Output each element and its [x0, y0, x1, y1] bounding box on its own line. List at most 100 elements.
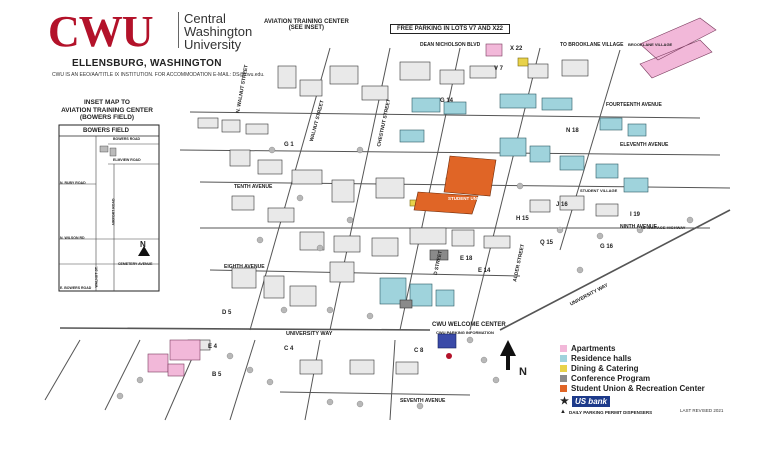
inset-title-2: AVIATION TRAINING CENTER	[61, 106, 153, 114]
revised-note: LAST REVISED 2021	[680, 408, 724, 413]
inset-road-e-bowers: E. BOWERS ROAD	[60, 286, 92, 290]
label-university-way: UNIVERSITY WAY	[286, 331, 333, 337]
star-icon: ★	[560, 396, 569, 407]
street-sw-5	[304, 339, 321, 421]
north-label: N	[519, 366, 527, 378]
student-union-label: STUDENT UNION	[448, 196, 485, 201]
label-dean-nicholson: DEAN NICHOLSON BLVD	[420, 42, 481, 48]
university-line-1: Central	[184, 11, 226, 26]
legend-apartments: Apartments	[560, 343, 705, 353]
free-parking-banner: FREE PARKING IN LOTS V7 AND X22	[390, 24, 511, 34]
legend-dining: Dining & Catering	[560, 363, 705, 373]
aviation-center-label: AVIATION TRAINING CENTER (SEE INSET)	[264, 19, 349, 31]
logo-divider	[178, 12, 179, 48]
legend-conference: Conference Program	[560, 373, 705, 383]
lot-j16: J 16	[556, 202, 568, 208]
street-sw-2	[104, 339, 141, 411]
inset-title-1: INSET MAP TO	[84, 99, 130, 106]
inset-road-cemetery: CEMETERY AVENUE	[118, 262, 153, 266]
conference	[399, 249, 449, 309]
university-name: Central Washington University	[184, 12, 252, 51]
aviation-center-text: AVIATION TRAINING CENTER	[264, 19, 349, 25]
legend-bank: ★ US bank	[560, 395, 705, 408]
lot-i19: I 19	[630, 212, 641, 218]
street-sw-1	[44, 339, 81, 401]
welcome-center-label: CWU WELCOME CENTER	[432, 322, 506, 328]
street-university-way-se	[499, 209, 731, 331]
generic-buildings	[187, 59, 619, 375]
lot-n18: N 18	[566, 128, 579, 134]
lot-g1: G 1	[284, 142, 294, 148]
lot-q15: Q 15	[540, 240, 554, 246]
legend-residence: Residence halls	[560, 353, 705, 363]
legend-residence-label: Residence halls	[571, 353, 632, 363]
eeo-note: CWU IS AN EEO/AA/TITLE IX INSTITUTION. F…	[52, 72, 265, 78]
street-fourteenth	[189, 111, 701, 119]
trees	[116, 146, 694, 410]
label-fourteenth-ave: FOURTEENTH AVENUE	[606, 102, 662, 108]
lot-c4: C 4	[284, 346, 294, 352]
inset-north-arrow	[138, 246, 150, 256]
legend-apartments-label: Apartments	[571, 343, 616, 353]
apartments	[147, 17, 717, 377]
lot-d5: D 5	[222, 310, 232, 316]
street-sw-4	[229, 339, 256, 421]
inset-north-label: N	[140, 240, 146, 249]
label-ninth-ave: NINTH AVENUE	[620, 224, 657, 230]
lot-e18: E 18	[460, 256, 473, 262]
welcome-center-marker	[446, 353, 452, 359]
inset-road-wilson: N. WILSON RD	[60, 236, 85, 240]
label-brooklane: TO BROOKLANE VILLAGE	[560, 42, 624, 48]
brooklane-village-label: BROOKLANE VILLAGE	[628, 42, 673, 47]
north-arrow	[500, 340, 516, 370]
lot-h15: H 15	[516, 216, 529, 222]
street-eighth	[209, 269, 521, 277]
university-line-2: Washington	[184, 24, 253, 39]
street-university-way	[59, 327, 431, 331]
label-tenth-ave: TENTH AVENUE	[234, 184, 273, 190]
bank-logo: US bank	[571, 396, 610, 407]
street-d	[399, 47, 461, 331]
label-seventh-ave: SEVENTH AVENUE	[400, 398, 446, 404]
bowers-field-label: BOWERS FIELD	[83, 128, 129, 134]
legend-union: Student Union & Recreation Center	[560, 383, 705, 393]
legend-apartments-swatch	[560, 344, 567, 352]
inset-title-3: (BOWERS FIELD)	[79, 114, 135, 121]
lot-e4: E 4	[208, 344, 218, 350]
legend: Apartments Residence halls Dining & Cate…	[560, 343, 705, 416]
legend-conference-label: Conference Program	[571, 373, 651, 383]
inset-road-bowers: BOWERS ROAD	[113, 137, 141, 141]
label-eleventh-ave: ELEVENTH AVENUE	[620, 142, 669, 148]
lot-c8: C 8	[414, 348, 424, 354]
legend-dispensers-label: DAILY PARKING PERMIT DISPENSERS	[568, 409, 653, 415]
label-vantage: TO VANTAGE HIGHWAY	[640, 225, 686, 230]
legend-conference-swatch	[560, 374, 567, 382]
legend-dispensers: ▲ DAILY PARKING PERMIT DISPENSERS	[560, 408, 705, 416]
inset-map	[58, 124, 160, 292]
visitor-info-label: CWU PARKING INFORMATION	[436, 330, 494, 335]
street-eleventh-west	[179, 149, 721, 156]
city-title: ELLENSBURG, WASHINGTON	[72, 58, 222, 69]
student-village-label: STUDENT VILLAGE	[580, 188, 618, 193]
lot-v7: V 7	[494, 66, 504, 72]
legend-dining-swatch	[560, 364, 567, 372]
lot-b5: B 5	[212, 372, 222, 378]
cwu-logo: CWU	[48, 7, 154, 56]
aviation-see-inset-text: (SEE INSET)	[288, 25, 325, 31]
legend-union-label: Student Union & Recreation Center	[571, 383, 705, 393]
lot-g14: G 14	[440, 98, 454, 104]
street-sw-6	[389, 339, 396, 421]
welcome-center-building	[437, 333, 457, 349]
inset-title: INSET MAP TO AVIATION TRAINING CENTER (B…	[60, 99, 154, 122]
lot-g16: G 16	[600, 244, 614, 250]
inset-road-elmview: ELMVIEW ROAD	[113, 158, 141, 162]
student-union-rec	[413, 155, 497, 215]
legend-dining-label: Dining & Catering	[571, 363, 639, 373]
university-line-3: University	[184, 37, 242, 52]
inset-road-ruby: N. RUBY ROAD	[60, 181, 86, 185]
legend-union-swatch	[560, 384, 567, 392]
label-eighth-ave: EIGHTH AVENUE	[224, 264, 265, 270]
lot-x22: X 22	[510, 46, 523, 52]
street-seventh	[279, 391, 471, 396]
